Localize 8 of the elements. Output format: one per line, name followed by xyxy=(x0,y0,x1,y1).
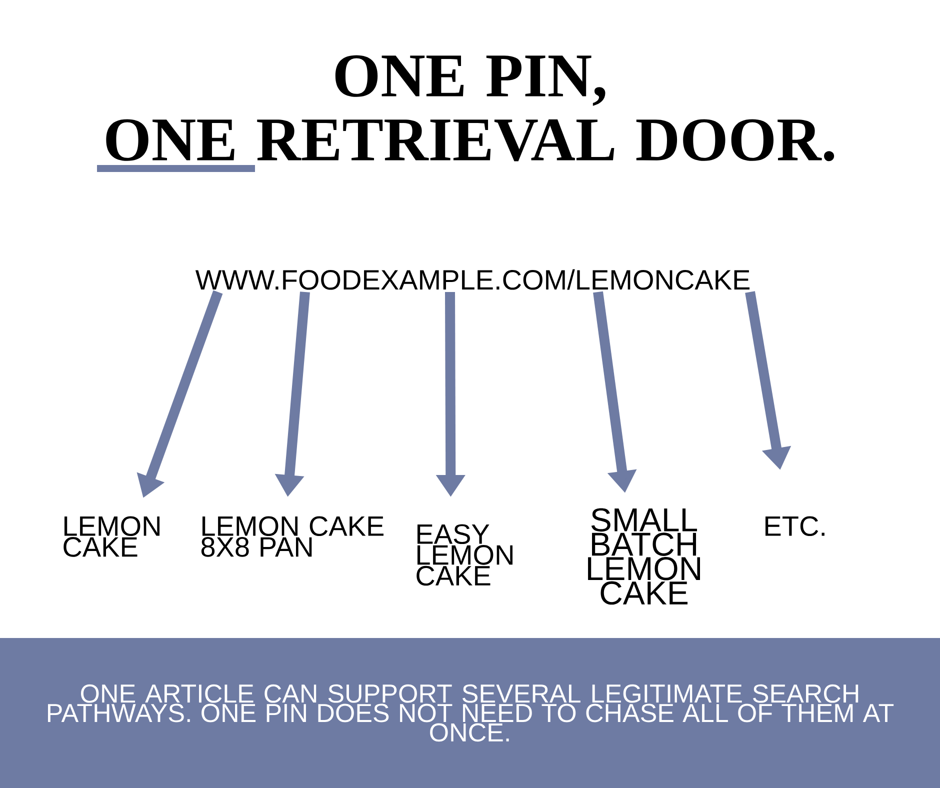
url-text: WWW.FOODEXAMPLE.COM/LEMONCAKE xyxy=(195,269,750,290)
keyword-text: LEMON CAKE xyxy=(64,516,160,557)
footer-band: ONE ARTICLE CAN SUPPORT SEVERAL LEGITIMATE SEARCH PATHWAYS. ONE PIN DOES NOT NEED TO CHASE ALL OF THEM AT ONCE. xyxy=(0,638,940,788)
keyword-text: SMALL BATCH LEMON CAKE xyxy=(588,508,700,605)
keyword-text: ETC. xyxy=(766,516,824,536)
keyword-text: LEMON CAKE 8X8 PAN xyxy=(201,516,384,557)
keyword-text: EASY LEMON CAKE xyxy=(416,524,512,586)
title: ONE PIN, ONE RETRIEVAL DOOR. xyxy=(106,55,834,162)
